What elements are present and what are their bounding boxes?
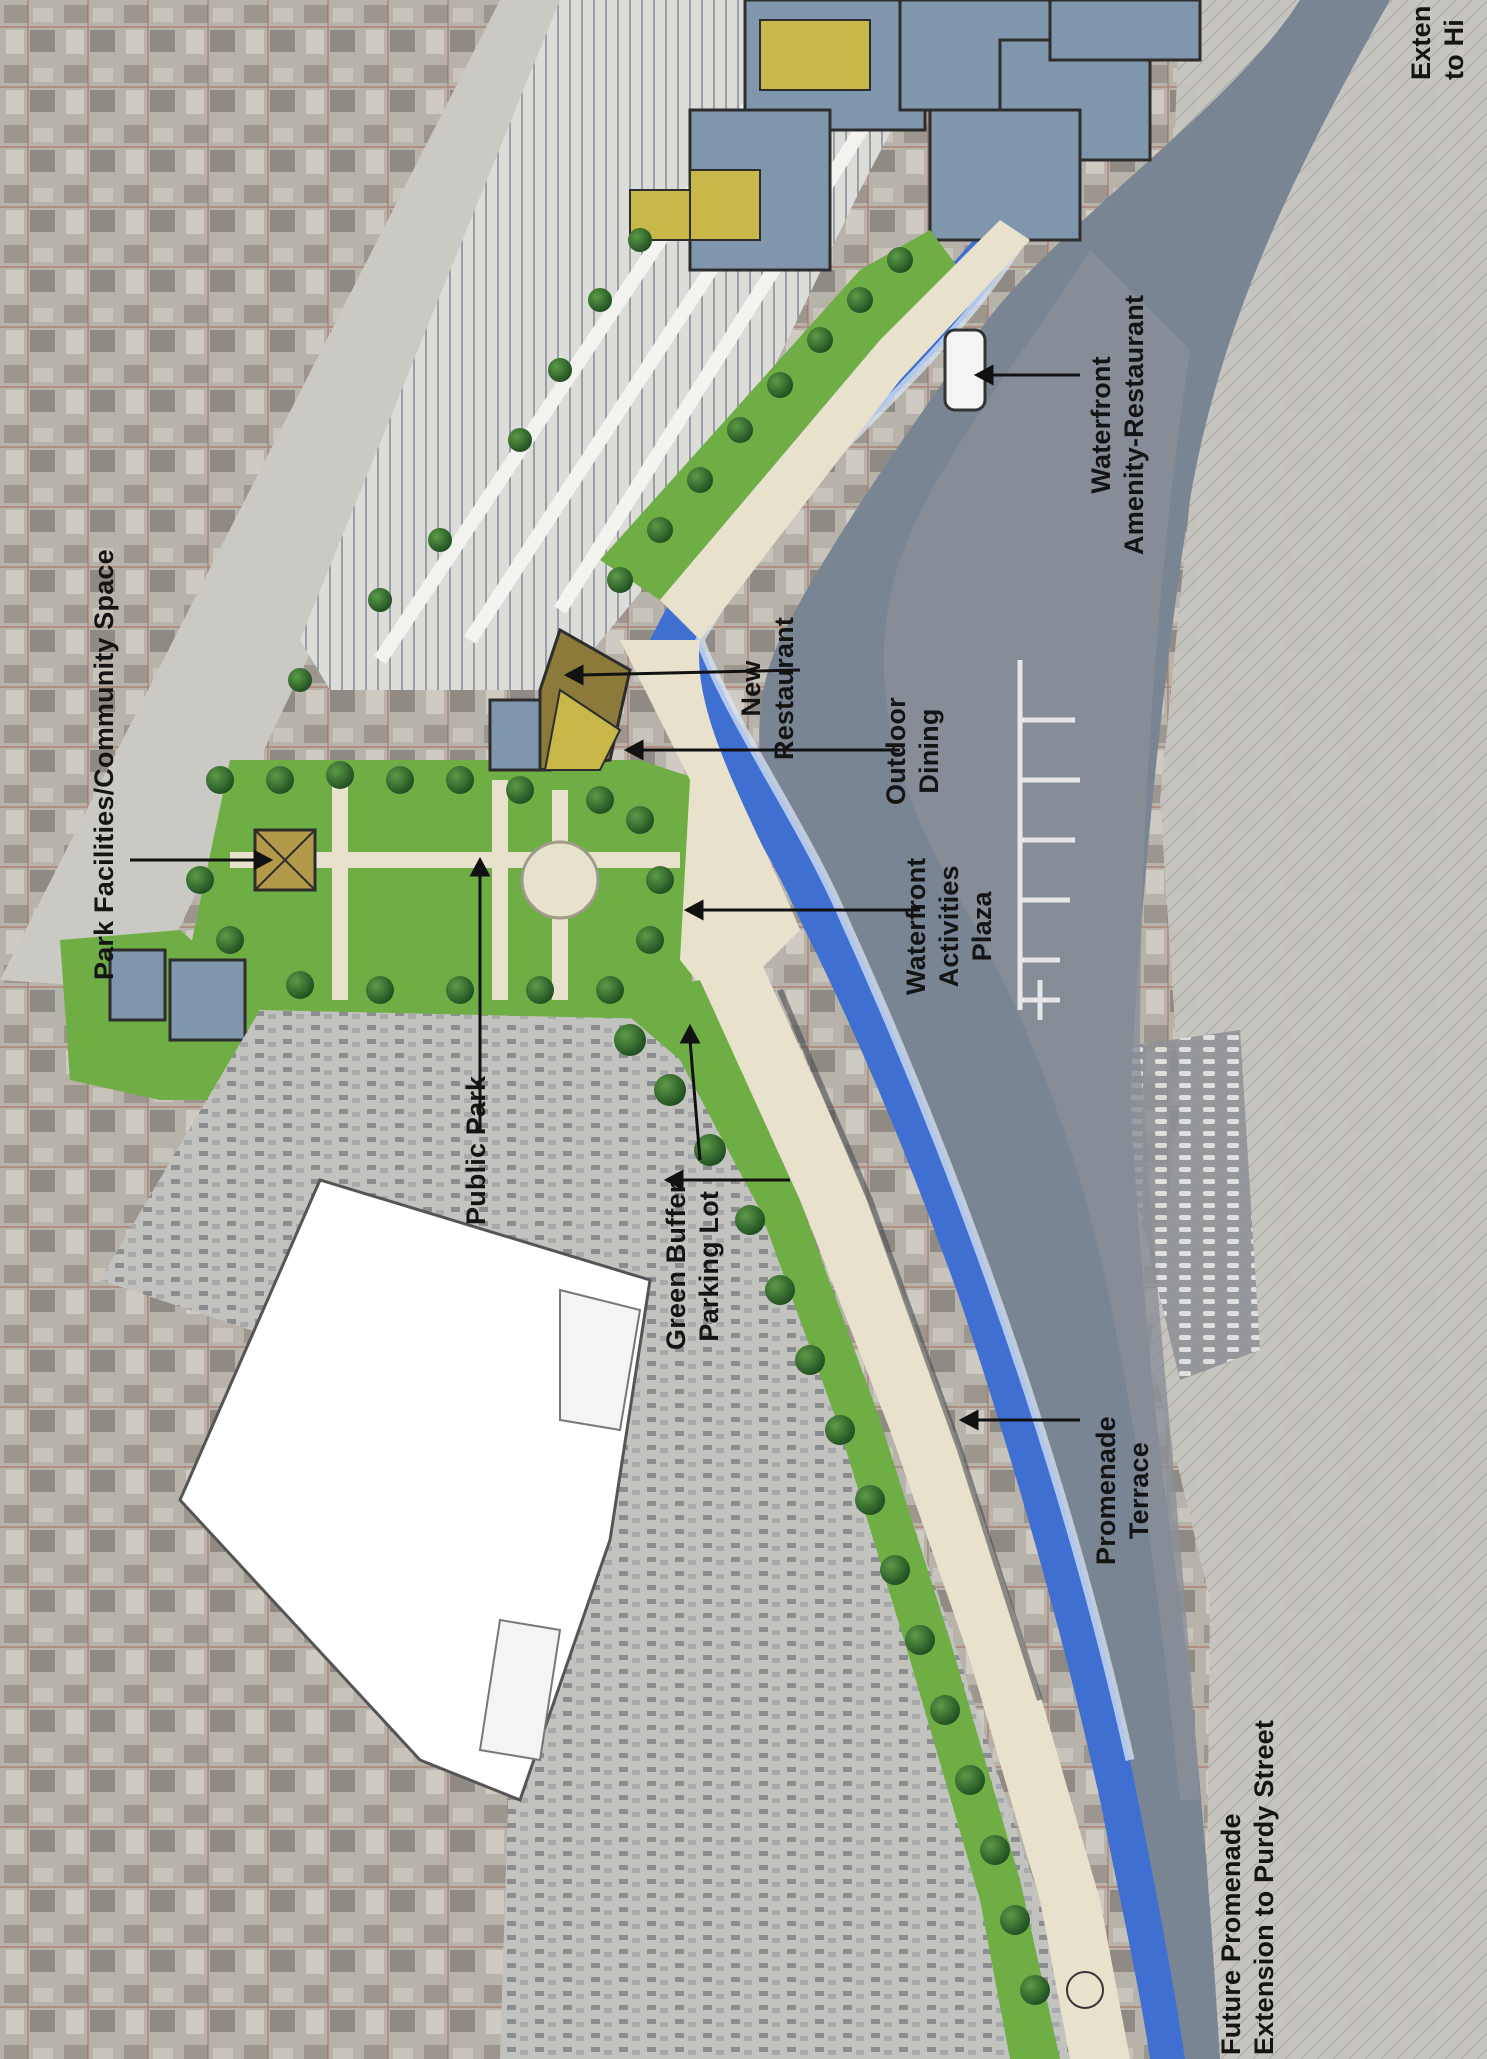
label-waterfront-activities-plaza: Waterfront Activities Plaza xyxy=(900,858,999,996)
label-outdoor-dining-line1: Outdoor xyxy=(881,697,911,805)
river-edge xyxy=(650,190,1185,2059)
label-waterfront-activities-line3: Plaza xyxy=(967,891,997,962)
label-extension-corner-line2: to Hi xyxy=(1439,19,1469,80)
river-open-water xyxy=(883,250,1200,1800)
far-shore xyxy=(1150,0,1487,2059)
top-buildings xyxy=(629,0,1202,272)
label-new-restaurant: New Restaurant xyxy=(735,617,801,760)
community-building-2 xyxy=(168,958,247,1042)
park-fountain-circle xyxy=(520,840,600,920)
label-future-promenade-line1: Future Promenade xyxy=(1216,1813,1246,2055)
label-green-buffer-line1: Green Buffer xyxy=(661,1182,691,1350)
label-parking-lot-line2: Parking Lot xyxy=(694,1190,724,1342)
promenade-terrace xyxy=(700,960,1130,2059)
label-waterfront-activities-line1: Waterfront xyxy=(901,857,931,996)
label-public-park: Public Park xyxy=(460,1076,493,1225)
label-waterfront-amenity-restaurant: Waterfront Amenity-Restaurant xyxy=(1085,295,1151,555)
label-future-promenade-line2: Extension to Purdy Street xyxy=(1249,1719,1279,2055)
label-outdoor-dining: Outdoor Dining xyxy=(880,697,946,805)
label-extension-corner: Exten to Hi xyxy=(1405,5,1471,80)
future-extension-node xyxy=(1066,1971,1104,2009)
label-outdoor-dining-line2: Dining xyxy=(914,708,944,794)
community-building-1 xyxy=(108,948,167,1022)
label-park-facilities: Park Facilities/Community Space xyxy=(88,549,121,980)
upper-green-strip xyxy=(600,230,960,600)
label-waterfront-amenity-line2: Amenity-Restaurant xyxy=(1119,294,1149,555)
upper-promenade xyxy=(660,220,1030,640)
public-park-lawn xyxy=(190,760,700,1020)
label-promenade-terrace-line1: Promenade xyxy=(1091,1416,1121,1565)
waterfront-activities-plaza xyxy=(620,640,800,1010)
label-promenade-terrace: Promenade Terrace xyxy=(1090,1416,1156,1565)
label-promenade-terrace-line2: Terrace xyxy=(1124,1442,1154,1540)
label-public-park-text: Public Park xyxy=(461,1075,491,1225)
label-new-restaurant-line1: New xyxy=(736,660,766,717)
river-edge-foam xyxy=(695,207,1135,1761)
label-park-facilities-text: Park Facilities/Community Space xyxy=(89,549,119,980)
green-buffer xyxy=(610,980,1060,2059)
label-waterfront-activities-line2: Activities xyxy=(934,865,964,988)
label-future-promenade-extension: Future Promenade Extension to Purdy Stre… xyxy=(1215,1720,1281,2055)
annotation-arrows xyxy=(130,364,1080,1431)
label-new-restaurant-line2: Restaurant xyxy=(769,616,799,760)
large-white-building xyxy=(178,1178,652,1802)
label-extension-corner-line1: Exten xyxy=(1406,5,1436,80)
amenity-restaurant-boat xyxy=(943,328,987,412)
trees xyxy=(186,228,1050,2005)
marina-piers xyxy=(1017,660,1080,1020)
label-waterfront-amenity-line1: Waterfront xyxy=(1086,356,1116,494)
label-green-buffer-parking-lot: Green Buffer Parking Lot xyxy=(660,1183,726,1350)
park-paths xyxy=(230,780,680,1000)
promenade-moorings xyxy=(777,988,1043,1701)
restaurant-buildings xyxy=(488,627,632,772)
